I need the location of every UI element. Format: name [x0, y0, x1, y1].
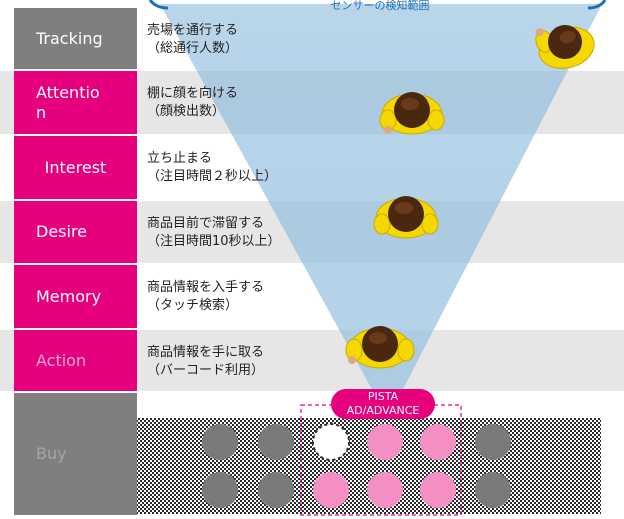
product-item — [312, 423, 350, 461]
shopper-icon — [535, 25, 595, 69]
sensor-arc-right-icon — [587, 0, 607, 10]
stage-label-action: Action — [14, 330, 137, 391]
product-item — [367, 424, 403, 460]
stage-label-desire: Desire — [14, 201, 137, 263]
shopper-icon — [373, 196, 439, 239]
product-item — [475, 424, 511, 460]
shopper-icon — [379, 92, 445, 135]
product-item — [475, 472, 511, 508]
sensor-range-label: センサーの検知範囲 — [330, 0, 430, 12]
product-item — [420, 472, 456, 508]
stage-label-interest: Interest — [14, 136, 137, 199]
sensor-arc-left-icon — [148, 0, 169, 10]
product-item — [420, 424, 456, 460]
pista-badge-line2: AD/ADVANCE — [346, 404, 420, 417]
stage-description: 商品情報を手に取る （バーコード利用） — [147, 345, 265, 378]
product-item — [202, 472, 238, 508]
shopper-icon — [345, 326, 415, 369]
stage-description: 立ち止まる （注目時間２秒以上） — [147, 151, 278, 184]
stage-description: 商品目前で滞留する （注目時間10秒以上） — [147, 216, 281, 249]
product-item — [258, 472, 294, 508]
stage-description: 商品情報を入手する （タッチ検索） — [147, 280, 265, 313]
stage-label-buy: Buy — [14, 393, 137, 515]
stage-label-attention: Attentio n — [14, 71, 137, 134]
product-item — [367, 472, 403, 508]
stage-description: 売場を通行する （総通行人数） — [147, 23, 239, 56]
product-item — [202, 424, 238, 460]
pista-badge-line1: PISTA — [367, 390, 399, 403]
product-item — [313, 472, 349, 508]
stage-description: 棚に顔を向ける （顔検出数） — [147, 86, 239, 119]
stage-label-tracking: Tracking — [14, 8, 137, 69]
product-item — [258, 424, 294, 460]
pista-badge: PISTA AD/ADVANCE — [331, 389, 435, 419]
sensor-detection-area — [160, 4, 600, 395]
stage-label-memory: Memory — [14, 265, 137, 328]
shelf-products — [202, 423, 511, 508]
